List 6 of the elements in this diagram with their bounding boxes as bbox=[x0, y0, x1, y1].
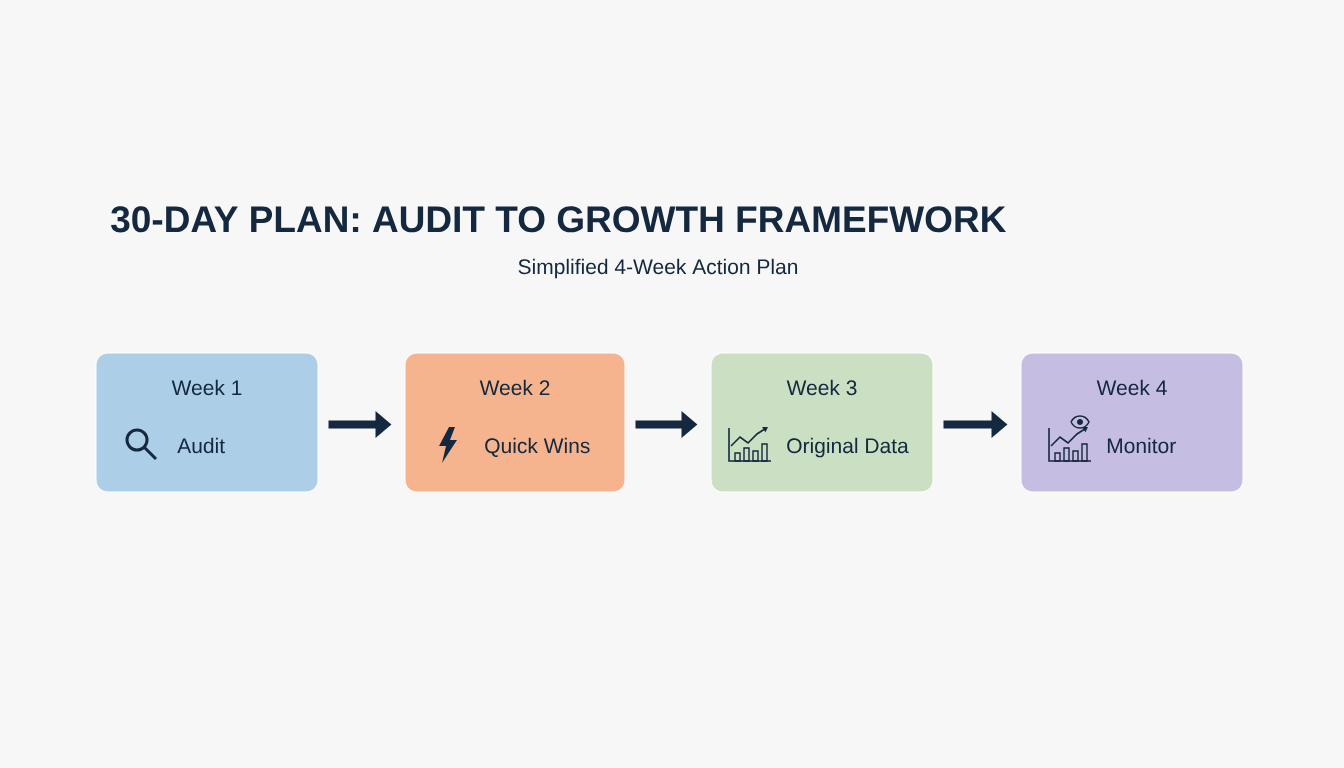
step-card: Week 2 Quick Wins bbox=[404, 352, 626, 493]
subtitle: Simplified 4-Week Action Plan bbox=[518, 258, 798, 279]
step-card: Week 1 Audit bbox=[95, 352, 319, 493]
step-card: Week 3 Original Data bbox=[710, 352, 934, 493]
title: 30-DAY PLAN: AUDIT TO GROWTH FRAMEFWORK bbox=[111, 206, 1007, 233]
step-card: Week 4 Monitor bbox=[1020, 352, 1244, 493]
